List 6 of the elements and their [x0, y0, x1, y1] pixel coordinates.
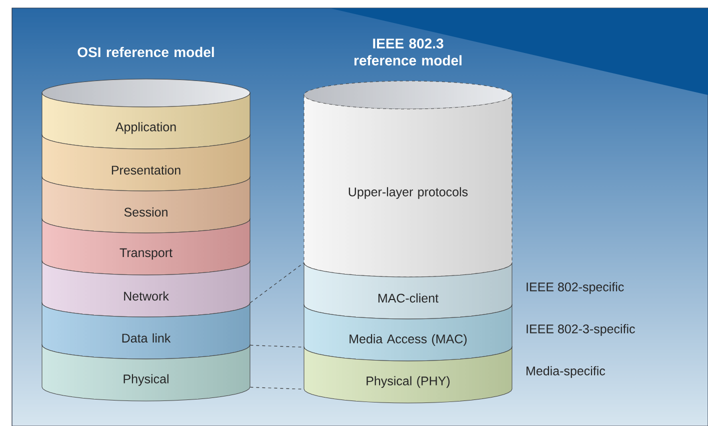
layer-scope-label: IEEE 802-specific [526, 282, 624, 294]
dashed-connector [250, 262, 304, 304]
heading: OSI reference model [78, 46, 214, 58]
layer-scope-label: Media-specific [526, 366, 606, 378]
heading: IEEE 802.3 reference model [354, 38, 462, 66]
layer-scope-label: IEEE 802-3-specific [526, 324, 635, 336]
